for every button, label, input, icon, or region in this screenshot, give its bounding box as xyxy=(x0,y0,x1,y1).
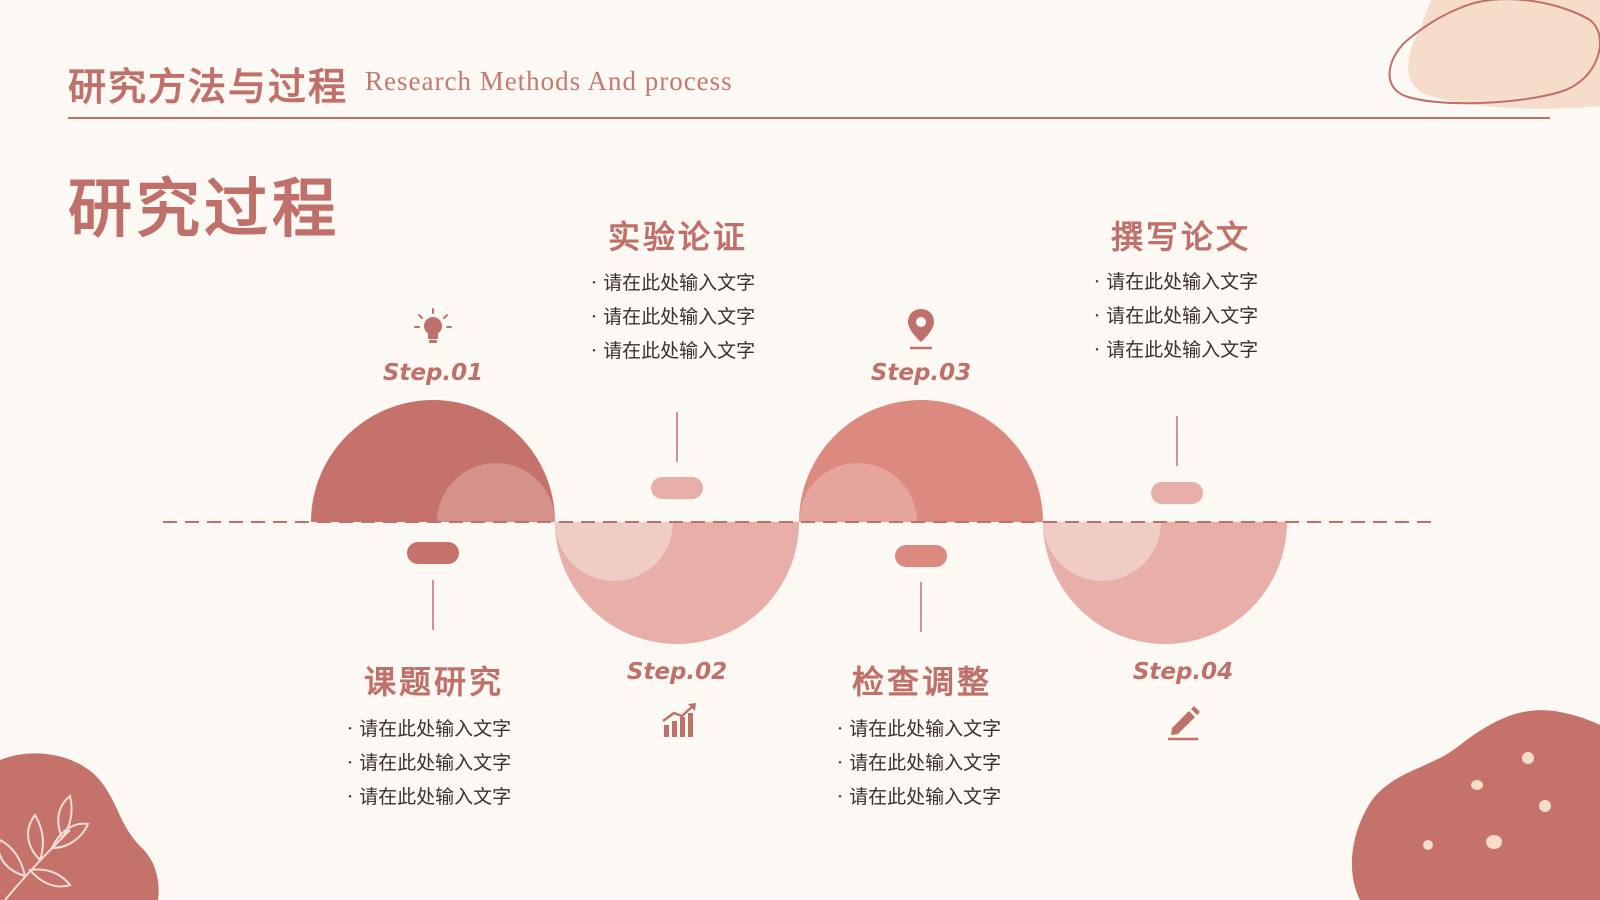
header-divider xyxy=(68,117,1550,119)
step-04-semicircle xyxy=(1043,522,1287,644)
header-title-en: Research Methods And process xyxy=(365,66,733,96)
list-item: 请在此处输入文字 xyxy=(1094,265,1258,299)
header-title-cn: 研究方法与过程 xyxy=(68,64,349,109)
leaf-branch-icon xyxy=(0,794,90,900)
step-03-title: 检查调整 xyxy=(851,663,992,701)
lightbulb-icon xyxy=(414,308,452,343)
list-item: 请在此处输入文字 xyxy=(837,780,1001,814)
list-item: 请在此处输入文字 xyxy=(347,712,511,746)
list-item: 请在此处输入文字 xyxy=(591,266,755,300)
list-item: 请在此处输入文字 xyxy=(837,746,1001,780)
page-title: 研究过程 xyxy=(68,172,340,247)
pencil-icon xyxy=(1168,706,1200,741)
step-02-label: Step.02 xyxy=(626,659,728,685)
step-01-semicircle xyxy=(311,400,555,522)
dots-decor xyxy=(1423,752,1551,850)
step-03-semicircle xyxy=(799,400,1043,522)
step-03-bullets: 请在此处输入文字 请在此处输入文字 请在此处输入文字 xyxy=(837,712,1001,814)
step-02-bullets: 请在此处输入文字 请在此处输入文字 请在此处输入文字 xyxy=(591,266,755,368)
step-04-label: Step.04 xyxy=(1132,659,1234,685)
location-pin-icon xyxy=(908,309,934,350)
step-03-connector xyxy=(895,545,947,632)
list-item: 请在此处输入文字 xyxy=(347,780,511,814)
list-item: 请在此处输入文字 xyxy=(347,746,511,780)
list-item: 请在此处输入文字 xyxy=(1094,299,1258,333)
step-03-label: Step.03 xyxy=(870,360,972,386)
list-item: 请在此处输入文字 xyxy=(591,300,755,334)
step-04-connector xyxy=(1151,416,1203,504)
step-04-bullets: 请在此处输入文字 请在此处输入文字 请在此处输入文字 xyxy=(1094,265,1258,367)
step-01-bullets: 请在此处输入文字 请在此处输入文字 请在此处输入文字 xyxy=(347,712,511,814)
step-04-title: 撰写论文 xyxy=(1110,218,1251,256)
step-01-label: Step.01 xyxy=(382,360,484,386)
bar-chart-icon xyxy=(662,703,696,737)
list-item: 请在此处输入文字 xyxy=(591,334,755,368)
step-02-connector xyxy=(651,412,703,499)
step-02-semicircle xyxy=(555,522,799,644)
step-01-title: 课题研究 xyxy=(363,663,504,701)
step-01-connector xyxy=(407,542,459,630)
list-item: 请在此处输入文字 xyxy=(837,712,1001,746)
step-02-title: 实验论证 xyxy=(607,218,748,256)
list-item: 请在此处输入文字 xyxy=(1094,333,1258,367)
